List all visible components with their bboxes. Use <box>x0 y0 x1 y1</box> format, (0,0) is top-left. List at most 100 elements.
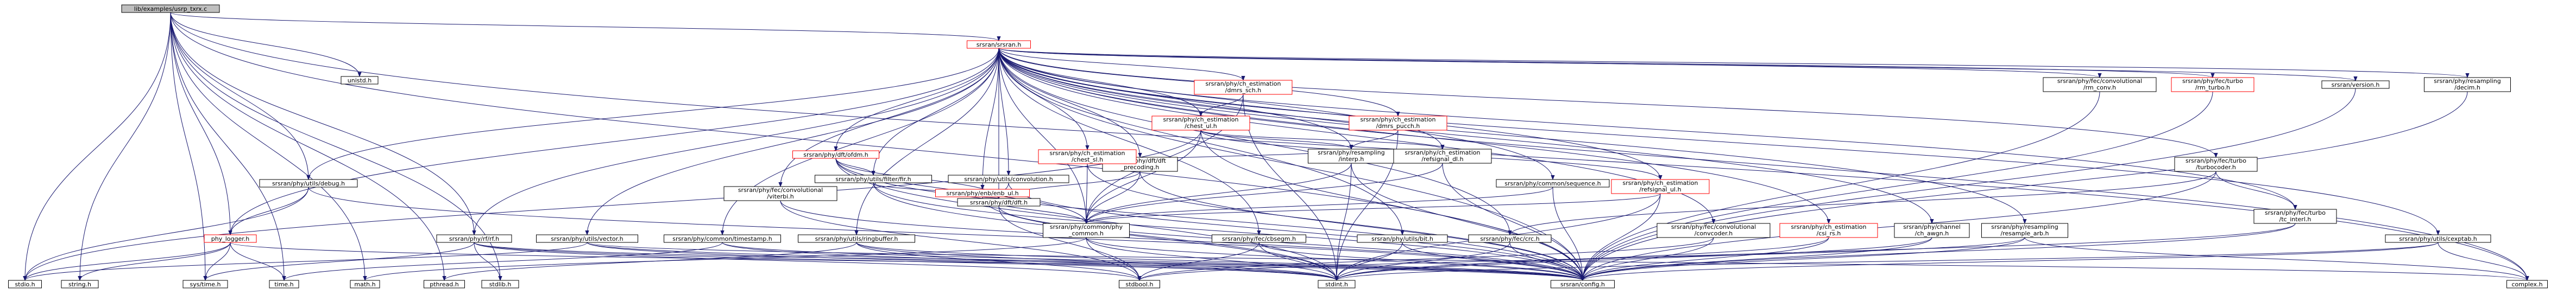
edge-arrow <box>170 12 444 280</box>
node-systime[interactable]: sys/time.h <box>182 280 228 288</box>
node-label: srsran/phy/channel <box>1903 223 1961 230</box>
edge-arrow <box>587 48 999 235</box>
node-rm_conv[interactable]: srsran/phy/fec/convolutional/rm_conv.h <box>2043 77 2157 92</box>
node-timestamp[interactable]: srsran/phy/common/timestamp.h <box>664 234 781 243</box>
node-label: /rm_conv.h <box>2083 84 2116 91</box>
node-stdlib[interactable]: stdlib.h <box>481 280 519 288</box>
node-label: srsran/phy/utils/vector.h <box>551 235 623 242</box>
node-turbocoder[interactable]: srsran/phy/fec/turbo/turbocoder.h <box>2174 157 2258 172</box>
node-decim[interactable]: srsran/phy/resampling/decim.h <box>2424 77 2511 92</box>
node-convolution[interactable]: srsran/phy/utils/convolution.h <box>948 175 1069 183</box>
node-crc[interactable]: srsran/phy/fec/crc.h <box>1468 234 1552 243</box>
node-box <box>1894 223 1970 238</box>
node-stdio[interactable]: stdio.h <box>8 280 42 288</box>
node-version[interactable]: srsran/version.h <box>2321 80 2390 89</box>
node-string[interactable]: string.h <box>61 280 99 288</box>
node-phy_logger[interactable]: phy_logger.h <box>204 234 257 243</box>
node-box <box>1611 179 1710 194</box>
node-fir[interactable]: srsran/phy/utils/filter/fir.h <box>815 175 932 183</box>
edge-srsran-to-rf <box>474 48 999 235</box>
node-config[interactable]: srsran/config.h <box>1551 280 1615 288</box>
edge-convutdef-to-config <box>780 200 1583 280</box>
node-chest_ul[interactable]: srsran/phy/ch_estimation/chest_ul.h <box>1151 116 1250 131</box>
edge-convcoder-to-stdbool <box>1139 237 1714 281</box>
node-box <box>798 234 915 243</box>
edge-interp-to-phy_common <box>1086 163 1352 223</box>
node-phy_common[interactable]: srsran/phy/common/phy_common.h <box>1043 223 1130 238</box>
edge-refsignal_dl-to-phy_common <box>1086 163 1443 223</box>
node-ringbuffer[interactable]: srsran/phy/utils/ringbuffer.h <box>798 234 915 243</box>
node-cbsegm[interactable]: srsran/phy/fec/cbsegm.h <box>1212 234 1306 243</box>
node-label: /resample_arb.h <box>2001 230 2049 237</box>
edge-rm_conv-to-config <box>1583 91 2100 280</box>
node-refsignal_dl[interactable]: srsran/phy/ch_estimation/refsignal_dl.h <box>1393 149 1492 164</box>
node-label: srsran/phy/fec/turbo <box>2265 209 2326 216</box>
node-csi_rs[interactable]: srsran/phy/ch_estimation/csi_rs.h <box>1779 223 1878 238</box>
nodes-layer: lib/examples/usrp_txrx.c srsran/srsran.h u… <box>8 4 2548 288</box>
node-dft[interactable]: srsran/phy/dft/dft.h <box>957 198 1041 207</box>
edge-srsran-to-tc_interl <box>998 48 2295 209</box>
edge-arrow <box>170 12 500 280</box>
node-label: sys/time.h <box>190 281 221 288</box>
node-label: /rm_turbo.h <box>2195 84 2230 91</box>
node-rf[interactable]: srsran/phy/rf/rf.h <box>436 234 512 243</box>
node-time[interactable]: time.h <box>269 280 299 288</box>
node-resample_arb[interactable]: srsran/phy/resampling/resample_arb.h <box>1981 223 2068 238</box>
node-stdbool[interactable]: stdbool.h <box>1119 280 1160 288</box>
node-interp[interactable]: srsran/phy/resampling/interp.h <box>1308 149 1395 164</box>
node-box <box>967 40 1031 49</box>
node-box <box>204 234 257 243</box>
node-label: _precoding.h <box>1120 164 1160 171</box>
node-enb_ul[interactable]: srsran/phy/enb/enb_ul.h <box>935 189 1030 197</box>
node-label: string.h <box>68 281 91 288</box>
node-math[interactable]: math.h <box>350 280 380 288</box>
edge-arrow <box>1583 88 2356 280</box>
edge-arrow <box>998 48 2355 81</box>
node-chest_sl[interactable]: srsran/phy/ch_estimation/chest_sl.h <box>1038 149 1137 164</box>
node-label: srsran/phy/utils/filter/fir.h <box>835 176 911 183</box>
node-box <box>481 280 519 288</box>
edge-arrow <box>856 242 1139 281</box>
edge-root-to-unistd <box>170 12 360 76</box>
node-label: srsran/phy/utils/cexptab.h <box>2399 235 2477 242</box>
node-cexptab[interactable]: srsran/phy/utils/cexptab.h <box>2385 234 2491 243</box>
node-label: srsran/phy/fec/turbo <box>2182 78 2243 85</box>
edge-root-to-math <box>170 12 365 280</box>
node-vector[interactable]: srsran/phy/utils/vector.h <box>536 234 638 243</box>
edge-arrow <box>25 187 309 280</box>
node-label: srsran/config.h <box>1560 281 1605 288</box>
node-label: srsran/phy/ch_estimation <box>1360 116 1435 123</box>
node-convutdef[interactable]: srsran/phy/fec/convolutional/viterbi.h <box>723 186 837 201</box>
node-bit[interactable]: srsran/phy/utils/bit.h <box>1357 234 1448 243</box>
node-tc_interl[interactable]: srsran/phy/fec/turbo/tc_interl.h <box>2253 209 2337 224</box>
node-rm_turbo[interactable]: srsran/phy/fec/turbo/rm_turbo.h <box>2171 77 2254 92</box>
edge-arrow <box>780 200 1139 280</box>
edge-arrow <box>80 12 171 280</box>
node-complex[interactable]: complex.h <box>2506 280 2548 288</box>
node-stdint[interactable]: stdint.h <box>1318 280 1356 288</box>
edge-arrow <box>1583 91 2468 280</box>
edge-turbocoder-to-tc_interl <box>2215 171 2295 210</box>
edge-arrow <box>1583 237 1829 281</box>
edge-timestamp-to-config <box>722 242 1583 281</box>
node-label: srsran/phy/ch_estimation <box>1622 179 1698 187</box>
node-convcoder[interactable]: srsran/phy/fec/convolutional/convcoder.h <box>1657 223 1771 238</box>
node-debug[interactable]: srsran/phy/utils/debug.h <box>259 179 358 188</box>
node-dft_ofdm[interactable]: srsran/phy/dft/ofdm.h <box>792 150 879 159</box>
node-pthread[interactable]: pthread.h <box>424 280 465 288</box>
node-root[interactable]: lib/examples/usrp_txrx.c <box>121 4 220 13</box>
node-srsran[interactable]: srsran/srsran.h <box>967 40 1031 49</box>
edge-arrow <box>982 196 1337 280</box>
edge-dmrs_sch-to-chest_ul <box>1201 94 1244 117</box>
node-unistd[interactable]: unistd.h <box>341 76 379 85</box>
node-dmrs_sch[interactable]: srsran/phy/ch_estimation/dmrs_sch.h <box>1194 80 1293 95</box>
node-sequence[interactable]: srsran/phy/common/sequence.h <box>1496 179 1610 188</box>
node-label: srsran/phy/fec/turbo <box>2185 157 2246 164</box>
node-dmrs_pucch[interactable]: srsran/phy/ch_estimation/dmrs_pucch.h <box>1349 116 1447 131</box>
edge-timestamp-to-stdint <box>722 242 1337 281</box>
edge-ringbuffer-to-config <box>856 242 1583 281</box>
edge-arrow <box>1583 193 1661 280</box>
node-ch_awgn[interactable]: srsran/phy/channel/ch_awgn.h <box>1894 223 1970 238</box>
edge-arrow <box>1258 242 1337 281</box>
node-refsignal_ul[interactable]: srsran/phy/ch_estimation/refsignal_ul.h <box>1611 179 1710 194</box>
